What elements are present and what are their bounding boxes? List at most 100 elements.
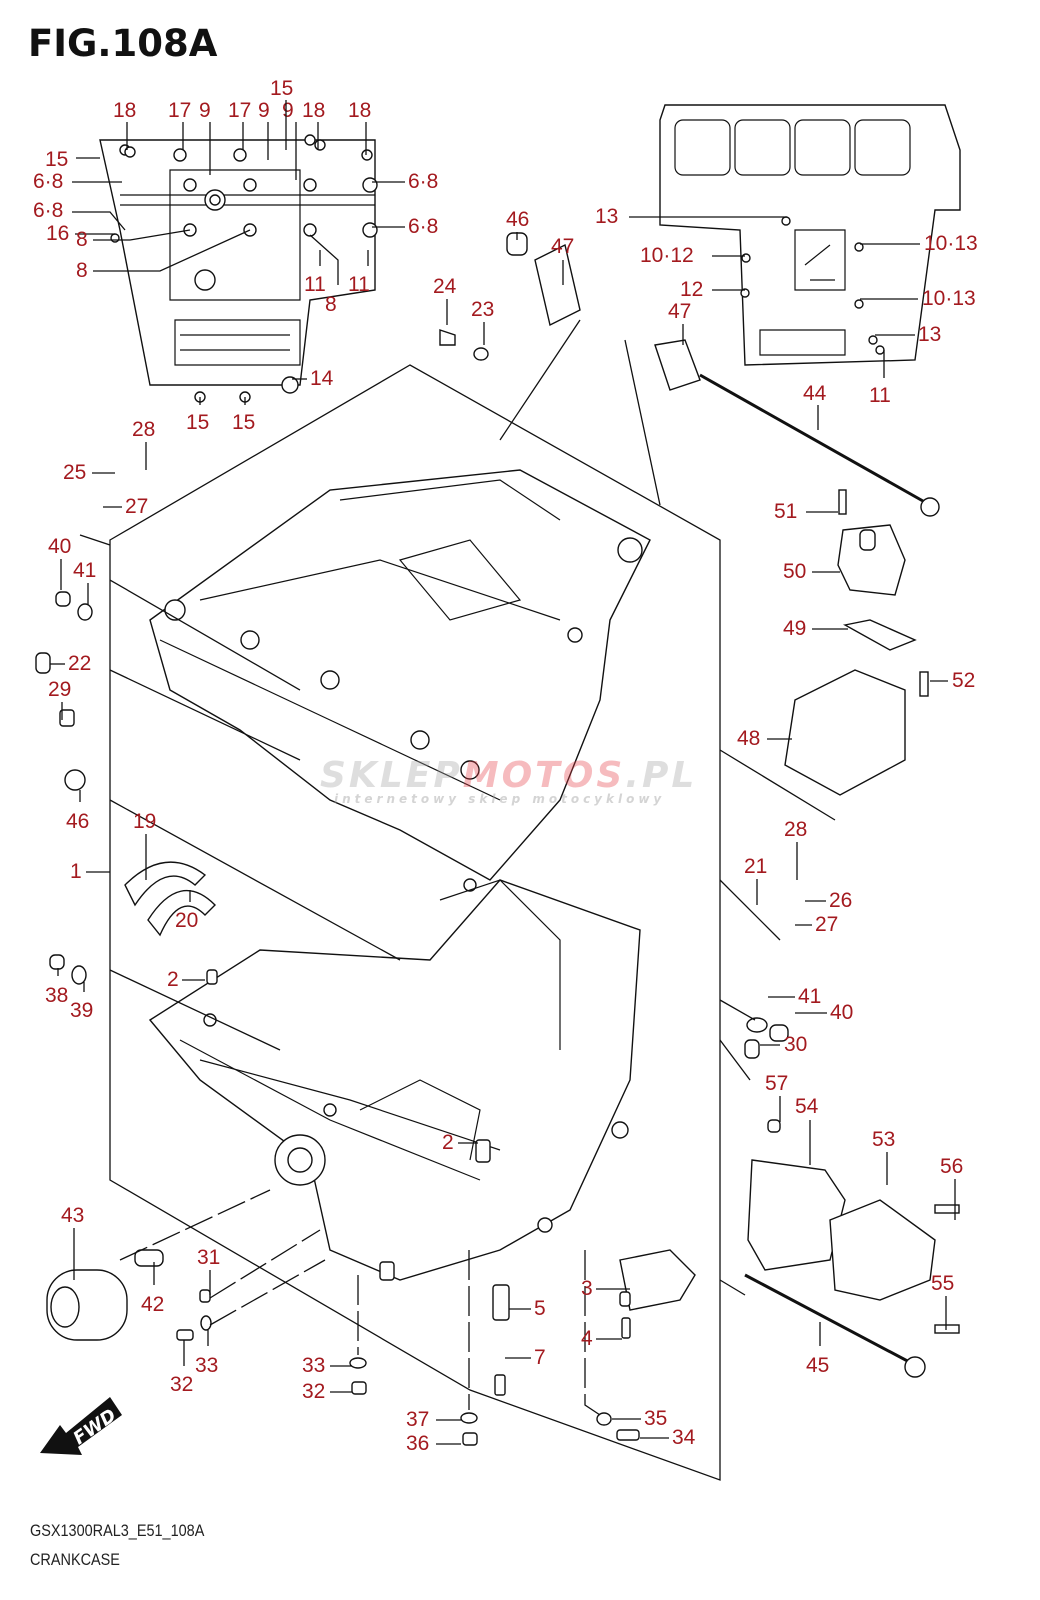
fwd-arrow-icon: FWD — [40, 1397, 122, 1455]
upper-right-crankcase-view — [659, 104, 961, 366]
callout-6-8: 6·8 — [372, 215, 438, 238]
callout-27: 27 — [103, 495, 148, 518]
callout-number: 7 — [534, 1346, 546, 1369]
callout-number: 22 — [68, 652, 91, 675]
callout-4: 4 — [581, 1327, 622, 1350]
callout-leader-line — [72, 211, 126, 231]
callout-number: 17 — [228, 99, 251, 122]
callout-number: 46 — [66, 810, 89, 833]
callout-8: 8 — [309, 234, 339, 316]
assembly-frame-lines — [79, 319, 836, 1481]
callout-number: 47 — [551, 235, 574, 258]
callout-12: 12 — [680, 278, 745, 301]
callout-15: 15 — [186, 397, 209, 434]
callout-number: 49 — [783, 617, 806, 640]
callout-10-13: 10·13 — [860, 287, 976, 310]
callout-46: 46 — [506, 208, 529, 240]
callout-number: 30 — [784, 1033, 807, 1056]
callout-8: 8 — [76, 228, 191, 251]
callout-number: 17 — [168, 99, 191, 122]
callout-46: 46 — [66, 790, 89, 833]
callout-number: 36 — [406, 1432, 429, 1455]
upper-left-crankcase-view — [99, 134, 378, 403]
callout-number: 21 — [744, 855, 767, 878]
callout-number: 41 — [798, 985, 821, 1008]
diagram-caption: CRANKCASE — [30, 1550, 120, 1569]
callout-11: 11 — [304, 250, 326, 296]
callout-number: 6·8 — [408, 170, 438, 193]
callout-number: 57 — [765, 1072, 788, 1095]
callout-number: 35 — [644, 1407, 667, 1430]
callout-number: 37 — [406, 1408, 429, 1431]
callout-number: 9 — [199, 99, 211, 122]
upper-crankcase — [149, 469, 651, 892]
callout-number: 28 — [784, 818, 807, 841]
callout-number: 33 — [302, 1354, 325, 1377]
callout-number: 15 — [232, 411, 255, 434]
callout-33: 33 — [195, 1330, 218, 1377]
callout-54: 54 — [795, 1095, 819, 1165]
callout-number: 51 — [774, 500, 797, 523]
callout-number: 39 — [70, 999, 93, 1022]
callout-55: 55 — [931, 1272, 954, 1330]
callout-number: 18 — [302, 99, 325, 122]
callout-13: 13 — [875, 323, 941, 346]
callout-10-13: 10·13 — [860, 232, 978, 255]
callout-number: 9 — [282, 99, 294, 122]
callout-number: 11 — [869, 384, 891, 407]
callout-number: 10·13 — [924, 232, 978, 255]
callout-number: 38 — [45, 984, 68, 1007]
callout-17: 17 — [168, 99, 191, 150]
callout-47: 47 — [668, 300, 691, 345]
callout-3: 3 — [581, 1277, 630, 1300]
callout-16: 16 — [46, 222, 115, 245]
callout-number: 6·8 — [408, 215, 438, 238]
callout-number: 6·8 — [33, 170, 63, 193]
callout-2: 2 — [442, 1131, 478, 1154]
callout-53: 53 — [872, 1128, 895, 1185]
callout-15: 15 — [45, 148, 100, 171]
callout-29: 29 — [48, 678, 71, 720]
callout-number: 46 — [506, 208, 529, 231]
callout-number: 40 — [48, 535, 71, 558]
callout-number: 28 — [132, 418, 155, 441]
callout-number: 18 — [348, 99, 371, 122]
callout-number: 52 — [952, 669, 975, 692]
callout-9: 9 — [258, 99, 270, 160]
callout-8: 8 — [76, 229, 251, 282]
callout-number: 6·8 — [33, 199, 63, 222]
callout-9: 9 — [282, 99, 297, 180]
callout-19: 19 — [133, 810, 156, 880]
callout-number: 5 — [534, 1297, 546, 1320]
callout-number: 14 — [310, 367, 334, 390]
callout-24: 24 — [433, 275, 457, 325]
callout-15: 15 — [232, 397, 255, 434]
callout-number: 42 — [141, 1293, 164, 1316]
callout-31: 31 — [197, 1246, 220, 1295]
callout-2: 2 — [167, 968, 205, 991]
callout-11: 11 — [869, 350, 891, 407]
callout-40: 40 — [795, 1001, 853, 1024]
callout-26: 26 — [805, 889, 852, 912]
callout-number: 15 — [45, 148, 68, 171]
callout-34: 34 — [640, 1426, 696, 1449]
callout-number: 31 — [197, 1246, 220, 1269]
callout-32: 32 — [302, 1380, 352, 1403]
callout-28: 28 — [784, 818, 807, 880]
callout-number: 55 — [931, 1272, 954, 1295]
callout-number: 25 — [63, 461, 86, 484]
callout-number: 19 — [133, 810, 156, 833]
callout-30: 30 — [760, 1033, 807, 1056]
callout-number: 15 — [186, 411, 209, 434]
callout-number: 9 — [258, 99, 270, 122]
callout-number: 1 — [70, 860, 82, 883]
callout-number: 48 — [737, 727, 760, 750]
callout-number: 50 — [783, 560, 806, 583]
lower-crankcase — [148, 879, 641, 1281]
callout-number: 45 — [806, 1354, 829, 1377]
callout-number: 54 — [795, 1095, 819, 1118]
callout-number: 13 — [595, 205, 618, 228]
callout-number: 11 — [348, 273, 370, 296]
callout-number: 10·13 — [922, 287, 976, 310]
callout-49: 49 — [783, 617, 848, 640]
